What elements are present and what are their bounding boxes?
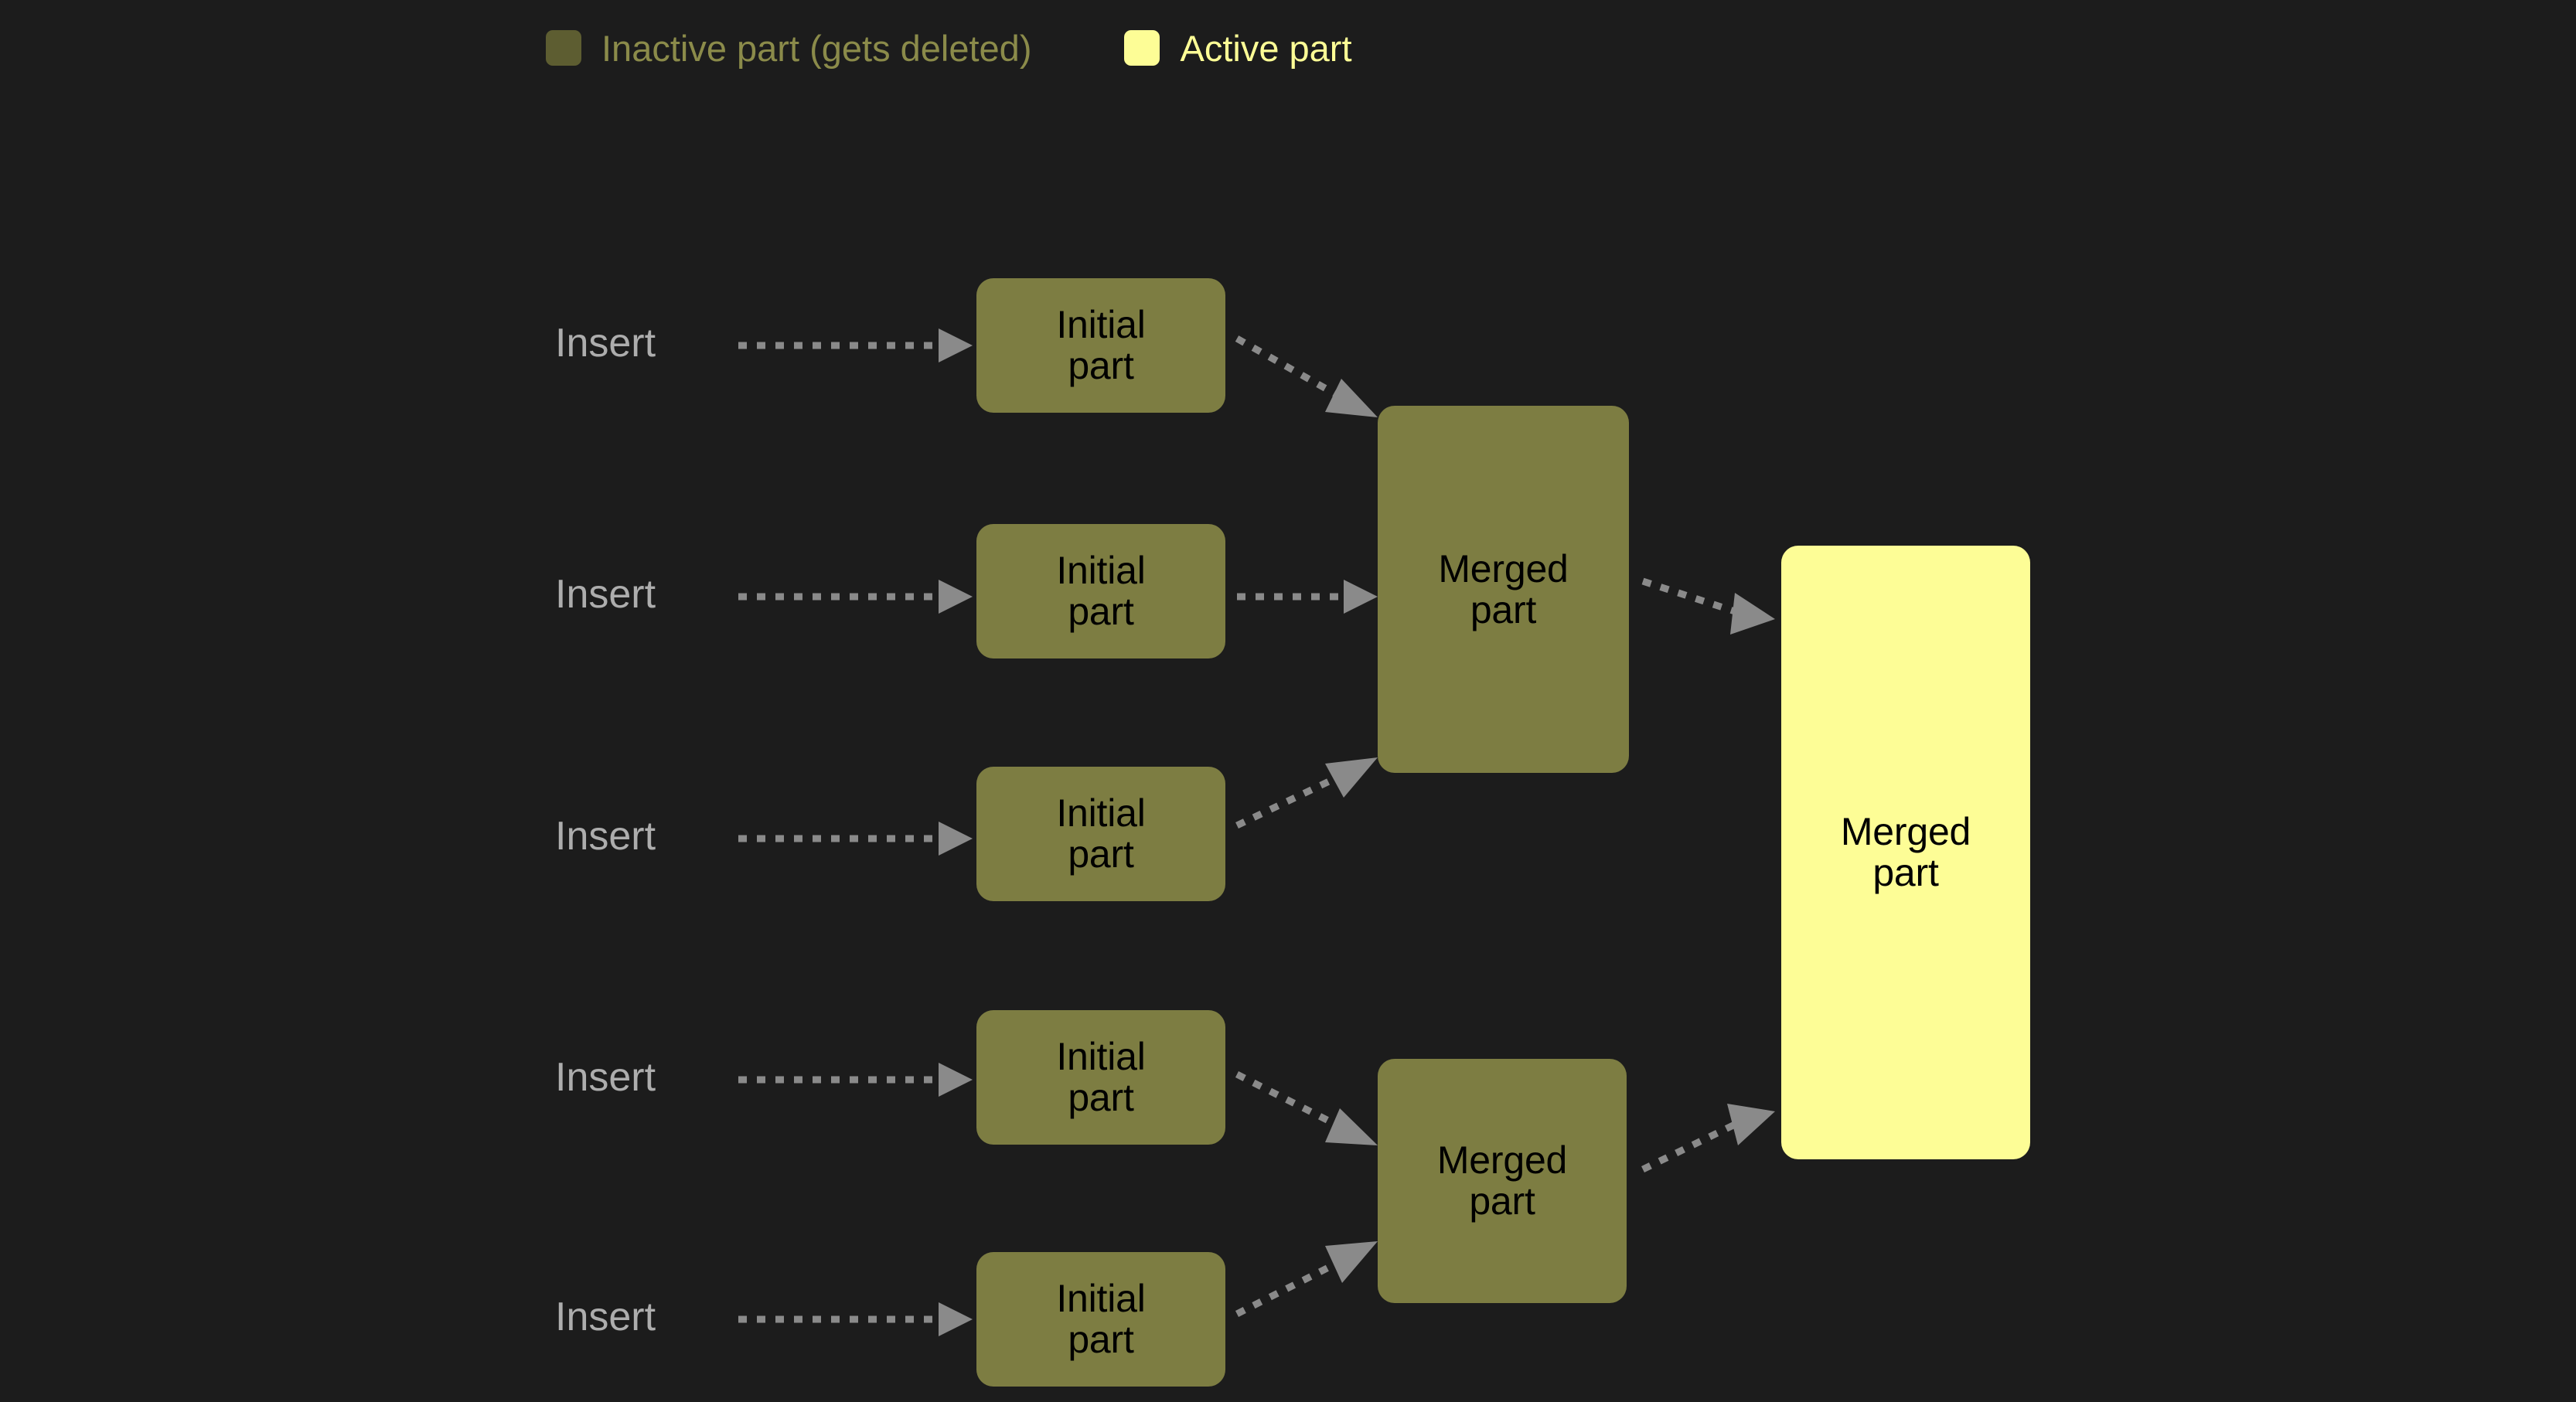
insert-label-4: Insert	[555, 1055, 656, 1100]
active-swatch-icon	[1124, 30, 1160, 66]
legend-label-inactive: Inactive part (gets deleted)	[601, 27, 1032, 69]
legend-entry-active: Active part	[1124, 27, 1352, 69]
insert-label-3: Insert	[555, 814, 656, 859]
arrow-merged-top-to-final	[1641, 577, 1775, 635]
insert-label-1: Insert	[555, 321, 656, 366]
arrow-insert-to-initial-3	[738, 822, 973, 856]
arrow-merged-bottom-to-final	[1641, 1104, 1775, 1173]
arrow-insert-to-initial-1	[738, 328, 973, 362]
insert-label-2: Insert	[555, 572, 656, 617]
arrow-insert-to-initial-5	[738, 1302, 973, 1336]
arrow-initial2-to-merged-top	[1237, 580, 1378, 614]
inactive-swatch-icon	[546, 30, 581, 66]
arrow-initial5-to-merged-bottom	[1235, 1241, 1378, 1318]
arrow-initial4-to-merged-bottom	[1235, 1070, 1378, 1145]
arrow-insert-to-initial-2	[738, 580, 973, 614]
arrow-initial1-to-merged-top	[1235, 335, 1378, 417]
arrow-insert-to-initial-4	[738, 1063, 973, 1097]
legend-entry-inactive: Inactive part (gets deleted)	[546, 30, 1031, 66]
legend-label-active: Active part	[1180, 27, 1352, 69]
arrow-initial3-to-merged-top	[1235, 757, 1378, 829]
insert-label-5: Insert	[555, 1295, 656, 1339]
legend: Inactive part (gets deleted) Active part	[546, 23, 1352, 73]
